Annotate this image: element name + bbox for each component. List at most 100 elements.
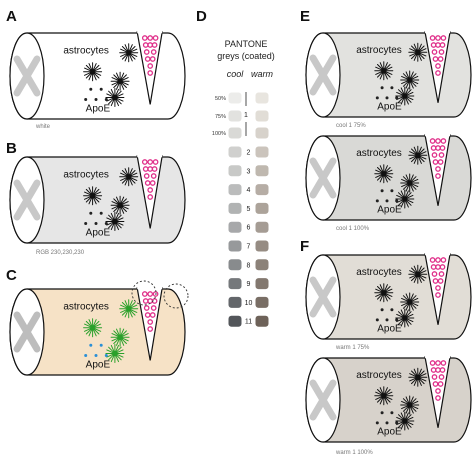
bead-icon [149, 180, 156, 186]
astrocyte-icon [110, 195, 130, 215]
bead-icon [432, 56, 439, 62]
astrocyte-icon [374, 164, 394, 184]
bead-icon [429, 35, 436, 41]
grade-label: 9 [247, 281, 251, 288]
apoe-dot [89, 87, 93, 91]
highlight-circle-right [163, 283, 189, 309]
color-swatch [228, 278, 242, 290]
apoe-dot [84, 98, 88, 101]
bead-icon [152, 159, 159, 165]
panel-letter-f: F [300, 238, 309, 255]
bead-icon [431, 49, 438, 55]
apoe-dot [99, 87, 103, 91]
apoe-label: ApoE [86, 359, 111, 370]
bead-icon [431, 152, 438, 158]
apoe-dot [390, 189, 394, 193]
bead-icon [439, 145, 446, 151]
bead-icon [440, 35, 447, 41]
bead-icon [435, 35, 441, 41]
bead-icon [151, 166, 158, 172]
apoe-dot [99, 343, 103, 347]
color-swatch [255, 240, 269, 252]
color-swatch [228, 165, 242, 177]
apoe-dot [385, 318, 389, 322]
astrocyte-icon [119, 43, 139, 63]
apoe-label: ApoE [86, 103, 111, 114]
apoe-dot [395, 421, 399, 425]
bead-icon [429, 360, 436, 366]
bead-icon [435, 292, 441, 298]
astrocyte-icon [83, 186, 103, 206]
bead-icon [431, 271, 438, 277]
apoe-dot [380, 308, 384, 312]
bead-icon [435, 70, 441, 76]
color-swatch [228, 127, 242, 139]
apoe-dot [84, 354, 88, 357]
panel-letter-a: A [6, 8, 17, 25]
caption-e2: cool 1 100% [336, 226, 370, 232]
bead-icon [152, 35, 159, 41]
bead-icon [429, 257, 436, 263]
grade-label: 2 [247, 150, 251, 157]
panel-letter-b: B [6, 140, 17, 157]
bead-icon [151, 42, 158, 48]
apoe-dot [390, 308, 394, 312]
percent-label: 50% [215, 96, 226, 102]
bead-icon [438, 374, 445, 380]
bead-icon [143, 173, 150, 179]
caption-a: white [35, 124, 51, 130]
bead-icon [440, 138, 447, 144]
astrocyte-icon [119, 167, 139, 187]
grade-label: 5 [247, 206, 251, 213]
bead-icon [438, 152, 445, 158]
highlight-circle-left [131, 280, 157, 306]
percent-label: 100% [212, 131, 226, 137]
apoe-dot [385, 199, 389, 203]
apoe-dot [94, 354, 98, 357]
astrocyte-icon [119, 299, 139, 319]
apoe-dot [104, 222, 108, 225]
bead-icon [440, 257, 447, 263]
caption-f1: warm 1 75% [335, 345, 370, 351]
color-swatch [255, 165, 269, 177]
bead-icon [141, 35, 148, 41]
apoe-dot [375, 199, 379, 203]
bead-icon [147, 63, 154, 69]
bead-icon [432, 159, 439, 165]
bead-icon [141, 291, 148, 297]
astrocyte-icon [400, 70, 420, 90]
percent-label: 75% [215, 114, 226, 120]
apoe-label: ApoE [86, 227, 111, 238]
bead-icon [147, 291, 154, 297]
bead-icon [431, 374, 438, 380]
bead-icon [435, 138, 441, 144]
swatch-title-line2: greys (coated) [217, 51, 275, 61]
color-swatch [255, 184, 269, 196]
color-swatch [255, 146, 269, 158]
bead-icon [147, 319, 154, 325]
astrocyte-icon [110, 71, 130, 91]
astrocyte-icon [400, 292, 420, 312]
color-swatch [255, 315, 269, 327]
swatch-title-line1: PANTONE [225, 39, 268, 49]
caption-b: RGB 230,230,230 [36, 250, 85, 256]
bead-icon [439, 367, 446, 373]
bead-icon [440, 360, 447, 366]
bead-icon [150, 173, 157, 179]
astrocyte-icon [374, 61, 394, 81]
bead-icon [147, 194, 154, 200]
bead-icon [437, 159, 444, 165]
color-swatch [255, 92, 269, 104]
color-swatch [228, 296, 242, 308]
bead-icon [150, 305, 157, 311]
color-swatch [255, 110, 269, 122]
bead-icon [149, 56, 156, 62]
